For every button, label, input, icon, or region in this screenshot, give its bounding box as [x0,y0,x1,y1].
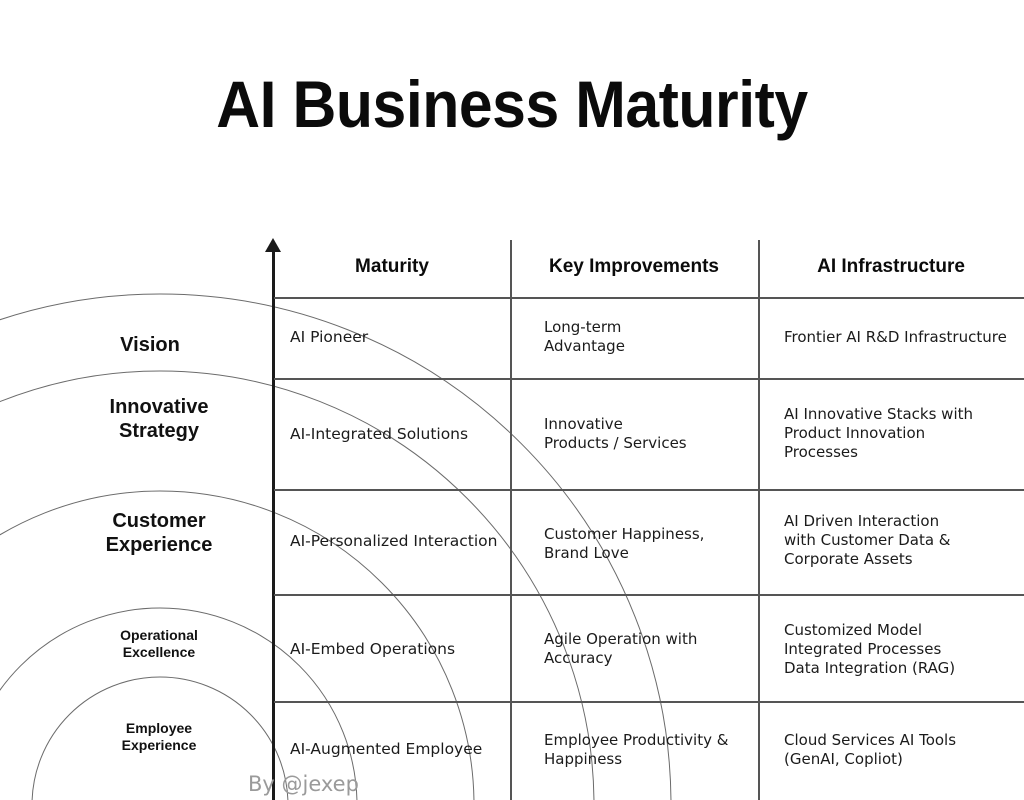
maturity-matrix-table: Maturity Key Improvements AI Infrastruct… [274,240,1024,800]
watermark-credit: By @jexep [248,772,359,796]
cell-infrastructure-1: Frontier AI R&D Infrastructure [784,328,1007,346]
table-rule-row-2 [274,489,1024,491]
cell-improvements-5: Employee Productivity & Happiness [544,731,729,768]
ring-label-4: Operational Excellence [120,627,198,660]
table-rule-row-4 [274,701,1024,703]
column-header-maturity: Maturity [355,256,429,277]
cell-infrastructure-5: Cloud Services AI Tools (GenAI, Copliot) [784,731,957,768]
page-title: AI Business Maturity [216,67,808,141]
cell-infrastructure-4: Customized Model Integrated Processes Da… [784,621,956,677]
table-rule-header [274,297,1024,299]
ring-label-2: Innovative Strategy [109,396,209,442]
cell-maturity-1: AI Pioneer [290,328,369,346]
cell-maturity-2: AI-Integrated Solutions [290,425,469,443]
table-divider-1 [510,240,512,800]
cell-improvements-1: Long-term Advantage [544,318,625,355]
maturity-axis-line [272,248,275,800]
maturity-axis-arrow-icon [265,238,281,252]
cell-infrastructure-2: AI Innovative Stacks with Product Innova… [784,405,973,461]
column-header-key-improvements: Key Improvements [548,256,719,277]
ring-label-5: Employee Experience [121,720,197,753]
table-divider-2 [758,240,760,800]
cell-improvements-2: Innovative Products / Services [544,415,687,452]
cell-infrastructure-3: AI Driven Interaction with Customer Data… [784,512,951,568]
column-header-ai-infrastructure: AI Infrastructure [817,256,965,277]
cell-maturity-3: AI-Personalized Interaction [290,532,498,550]
cell-maturity-5: AI-Augmented Employee [290,740,483,758]
table-rule-row-3 [274,594,1024,596]
table-rule-row-1 [274,378,1024,380]
cell-improvements-4: Agile Operation with Accuracy [544,630,698,667]
cell-improvements-3: Customer Happiness, Brand Love [544,525,705,562]
cell-maturity-4: AI-Embed Operations [290,640,456,658]
ring-label-3: Customer Experience [105,510,213,556]
ring-label-1: Vision [120,334,180,356]
